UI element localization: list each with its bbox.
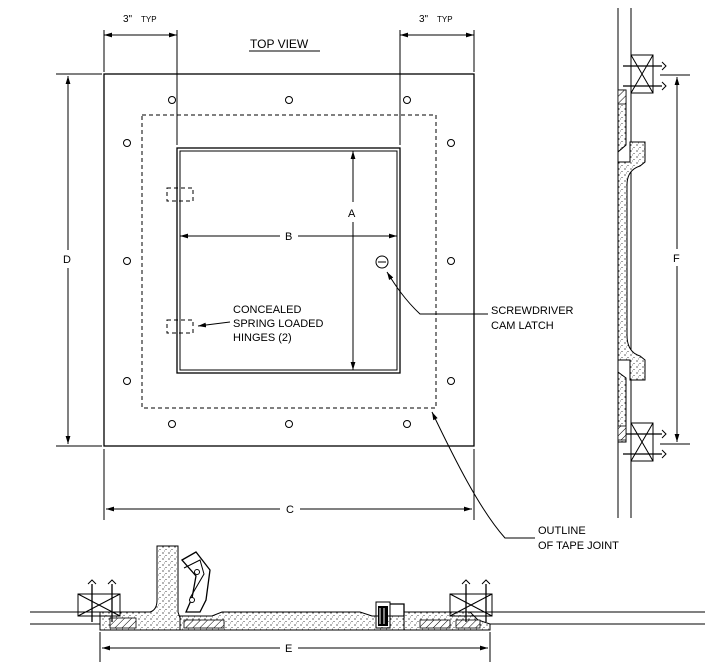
svg-text:3": 3" bbox=[123, 14, 133, 25]
tape-joint-outline bbox=[141, 114, 437, 409]
bottom-door-panel bbox=[179, 611, 405, 631]
bottom-cam-latch bbox=[375, 601, 405, 629]
side-section: F bbox=[617, 8, 690, 518]
svg-text:D: D bbox=[63, 254, 71, 266]
svg-text:CAM LATCH: CAM LATCH bbox=[491, 320, 554, 332]
hinge-upper bbox=[166, 187, 194, 202]
svg-text:F: F bbox=[673, 253, 680, 265]
latch-callout: SCREWDRIVER CAM LATCH bbox=[386, 271, 574, 332]
svg-text:OF TAPE JOINT: OF TAPE JOINT bbox=[538, 540, 619, 552]
svg-text:SPRING LOADED: SPRING LOADED bbox=[233, 318, 324, 330]
typ-dimension-right: 3" TYP bbox=[399, 14, 475, 145]
bottom-fastener-left bbox=[77, 579, 121, 622]
svg-text:TYP: TYP bbox=[141, 15, 157, 24]
svg-text:SCREWDRIVER: SCREWDRIVER bbox=[491, 305, 574, 317]
svg-text:OUTLINE: OUTLINE bbox=[538, 525, 586, 537]
tape-joint-callout: OUTLINE OF TAPE JOINT bbox=[431, 411, 619, 552]
svg-text:CONCEALED: CONCEALED bbox=[233, 304, 302, 316]
dimension-e: E bbox=[99, 632, 491, 662]
dimension-b: B bbox=[180, 231, 397, 243]
dimension-c: C bbox=[103, 449, 475, 520]
dimension-f: F bbox=[660, 74, 690, 445]
typ-dimension-left: 3" TYP bbox=[103, 8, 178, 145]
svg-text:E: E bbox=[285, 643, 292, 655]
hinges-callout: CONCEALED SPRING LOADED HINGES (2) bbox=[197, 304, 324, 344]
svg-text:HINGES (2): HINGES (2) bbox=[233, 332, 292, 344]
svg-text:A: A bbox=[348, 208, 356, 220]
bottom-section: E bbox=[30, 545, 705, 662]
dimension-d: D bbox=[56, 73, 102, 447]
dimension-a: A bbox=[348, 151, 356, 370]
side-fastener-top bbox=[617, 54, 667, 105]
top-view-title: TOP VIEW bbox=[250, 37, 309, 51]
cam-latch-icon bbox=[375, 255, 389, 269]
top-view: TOP VIEW bbox=[56, 8, 619, 552]
hinge-lower bbox=[166, 319, 194, 334]
bottom-hinge-mechanism bbox=[180, 551, 211, 613]
svg-text:C: C bbox=[286, 504, 294, 516]
svg-text:B: B bbox=[285, 231, 292, 243]
side-frame-profile bbox=[617, 89, 646, 443]
side-fastener-bottom bbox=[617, 422, 667, 462]
outer-frame bbox=[103, 73, 475, 447]
mounting-holes bbox=[123, 96, 455, 428]
svg-text:3": 3" bbox=[419, 14, 429, 25]
bottom-fastener-right bbox=[449, 579, 493, 622]
svg-text:TYP: TYP bbox=[437, 15, 453, 24]
door-panel bbox=[176, 147, 401, 374]
